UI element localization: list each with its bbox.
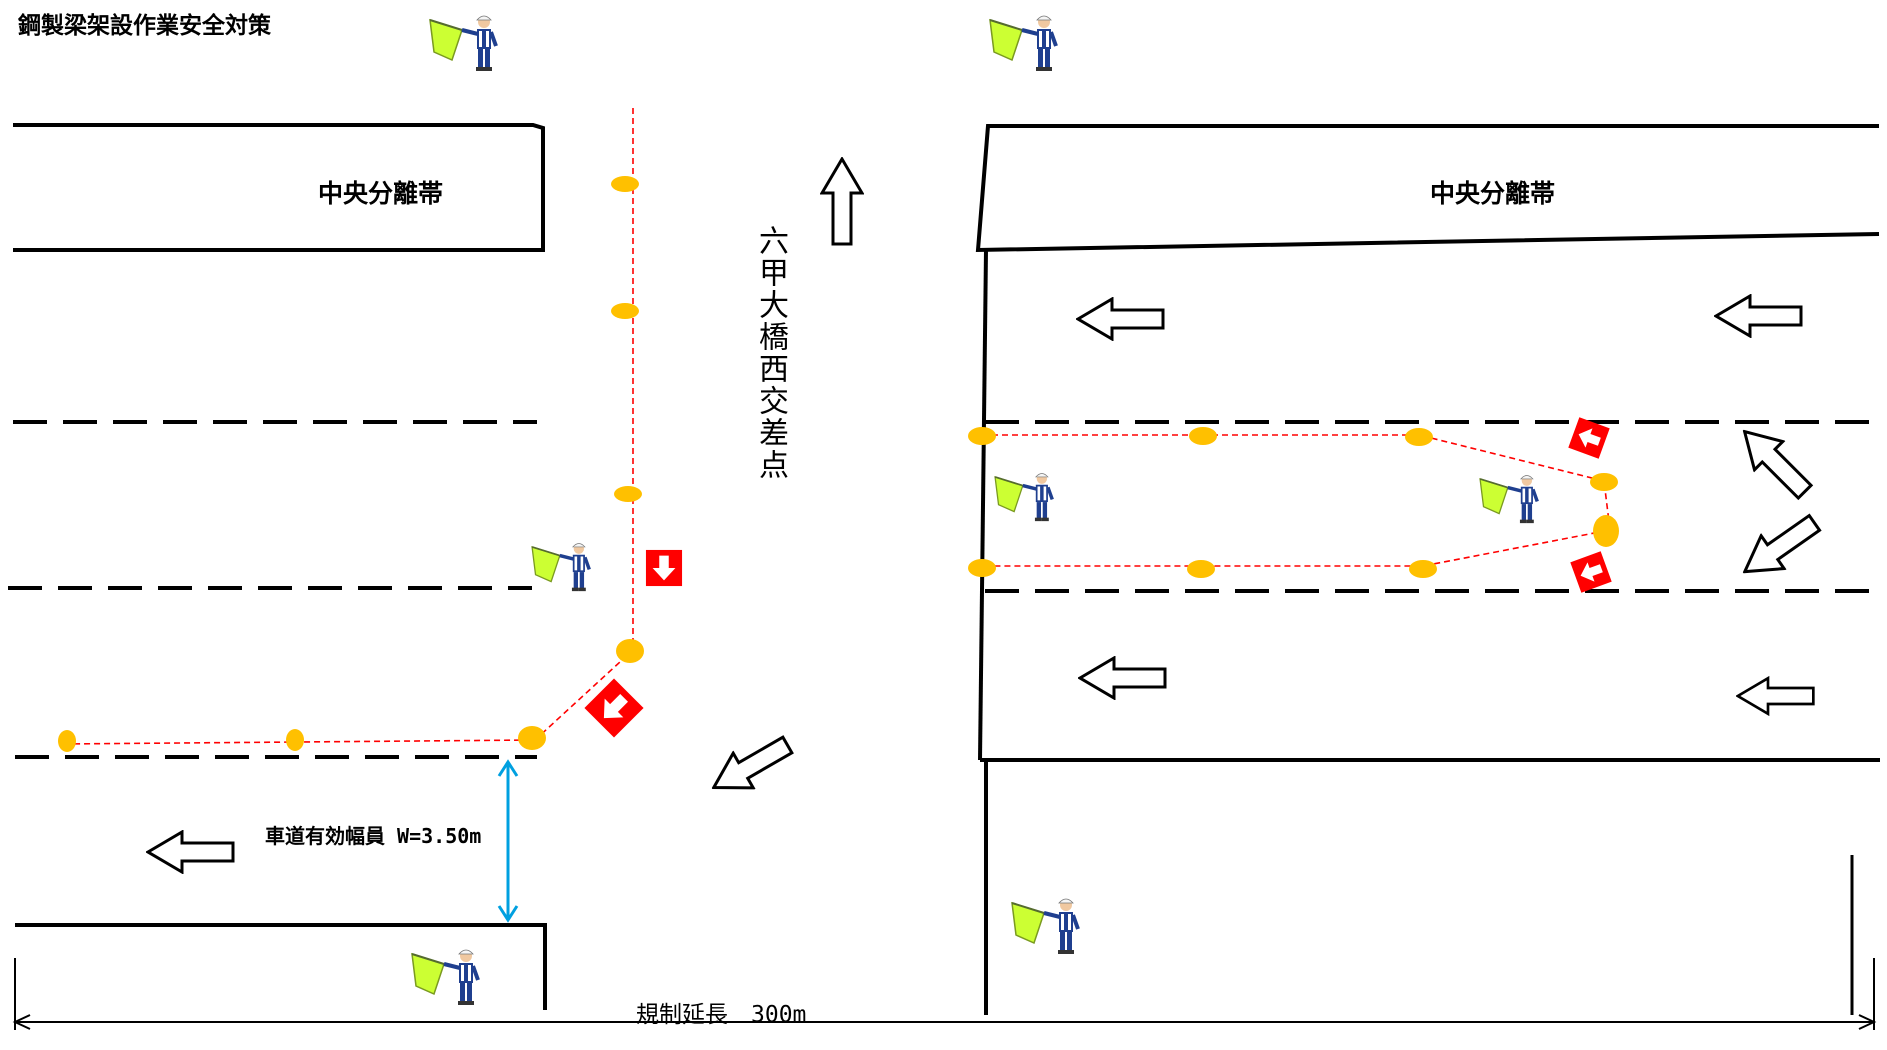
flagmen — [412, 14, 1540, 1005]
regulation-zone-right — [968, 417, 1619, 593]
flagman-icon — [1478, 473, 1540, 524]
traffic-cone-icon — [1189, 427, 1217, 445]
flagman-icon — [412, 950, 478, 1005]
traffic-cone-icon — [518, 726, 546, 750]
detour-arrow-sign-icon — [584, 678, 644, 738]
left-road — [8, 123, 547, 1010]
median-label-left: 中央分離帯 — [318, 179, 444, 208]
traffic-flow-arrow-icon — [1731, 505, 1828, 590]
regulation-line — [982, 434, 1611, 567]
traffic-cone-icon — [611, 303, 639, 319]
traffic-flow-arrow-icon — [146, 830, 235, 874]
traffic-cone-icon — [58, 730, 76, 752]
traffic-cone-icon — [1187, 560, 1215, 578]
lane-width-label: 車道有効幅員 W=3.50m — [265, 824, 482, 848]
traffic-flow-arrow-icon — [1714, 294, 1803, 338]
traffic-cone-icon — [1409, 560, 1437, 578]
traffic-flow-arrow-icon — [1728, 415, 1821, 508]
detour-arrow-sign-icon — [645, 549, 683, 587]
road-edge-left — [15, 923, 547, 1010]
traffic-flow-arrow-icon — [1078, 656, 1167, 700]
traffic-cone-icon — [968, 559, 996, 577]
traffic-cone-icon — [968, 427, 996, 445]
right-road — [975, 124, 1880, 1015]
flagman-icon — [993, 471, 1055, 522]
intersection-name: 六甲大橋西交差点 — [753, 225, 788, 481]
traffic-cone-icon — [614, 486, 642, 502]
regulation-zone-left — [58, 108, 683, 752]
traffic-cone-icon — [611, 176, 639, 192]
regulation-length-label: 規制延長 300m — [636, 1002, 807, 1028]
flagman-icon — [1010, 897, 1080, 955]
flagman-icon — [428, 14, 498, 72]
flagman-icon — [988, 14, 1058, 72]
traffic-flow-arrow-icon — [820, 157, 864, 246]
traffic-cone-icon — [1405, 428, 1433, 446]
detour-arrow-sign-icon — [1570, 551, 1612, 593]
lane-width-dimension — [497, 759, 519, 923]
document-title: 鋼製梁架設作業安全対策 — [18, 13, 271, 39]
median-strip-left — [13, 123, 545, 252]
flagman-icon — [530, 541, 592, 592]
regulation-length-dimension — [12, 958, 1877, 1030]
traffic-cone-icon — [1590, 473, 1618, 491]
traffic-cone-icon — [616, 639, 644, 663]
traffic-flow-arrow-icon — [1076, 297, 1165, 341]
traffic-cone-icon — [1593, 515, 1619, 547]
traffic-flow-arrow-icon — [1736, 676, 1815, 716]
road-edge-right-upper — [978, 249, 988, 761]
traffic-cone-icon — [286, 729, 304, 751]
traffic-flow-arrow-icon — [702, 726, 799, 807]
median-label-right: 中央分離帯 — [1430, 179, 1556, 208]
median-strip-right — [975, 124, 1880, 253]
